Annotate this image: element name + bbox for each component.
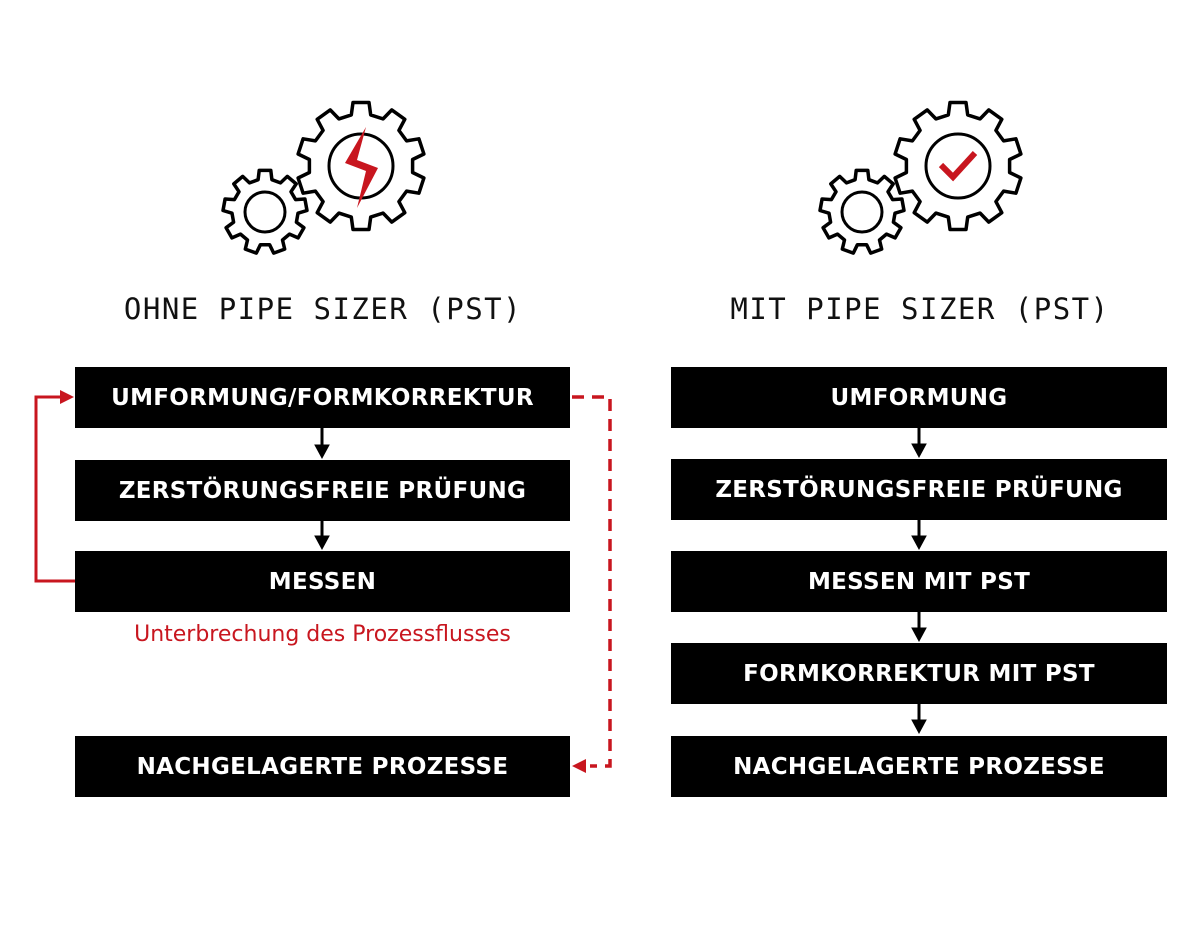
interruption-note: Unterbrechung des Prozessflusses <box>134 622 511 647</box>
left-step-forming: UMFORMUNG/FORMKORREKTUR <box>75 367 570 428</box>
left-step-ndt: ZERSTÖRUNGSFREIE PRÜFUNG <box>75 460 570 521</box>
left-step-measure: MESSEN <box>75 551 570 612</box>
right-step-ndt: ZERSTÖRUNGSFREIE PRÜFUNG <box>671 459 1167 520</box>
left-step-downstream: NACHGELAGERTE PROZESSE <box>75 736 570 797</box>
lightning-icon <box>345 127 378 208</box>
gears-lightning-icon <box>221 100 426 255</box>
flow-arrows-right <box>911 428 927 735</box>
loop-back-arrow <box>34 390 75 583</box>
right-title: MIT PIPE SIZER (PST) <box>730 292 1110 326</box>
gears-checkmark-icon <box>818 100 1023 255</box>
flow-arrows-left <box>314 428 330 551</box>
left-title: OHNE PIPE SIZER (PST) <box>123 292 523 326</box>
right-step-correction-pst: FORMKORREKTUR MIT PST <box>671 643 1167 704</box>
right-step-measure-pst: MESSEN MIT PST <box>671 551 1167 612</box>
right-step-forming: UMFORMUNG <box>671 367 1167 428</box>
dashed-skip-arrow <box>572 395 612 773</box>
right-step-downstream: NACHGELAGERTE PROZESSE <box>671 736 1167 797</box>
checkmark-icon <box>938 150 978 182</box>
